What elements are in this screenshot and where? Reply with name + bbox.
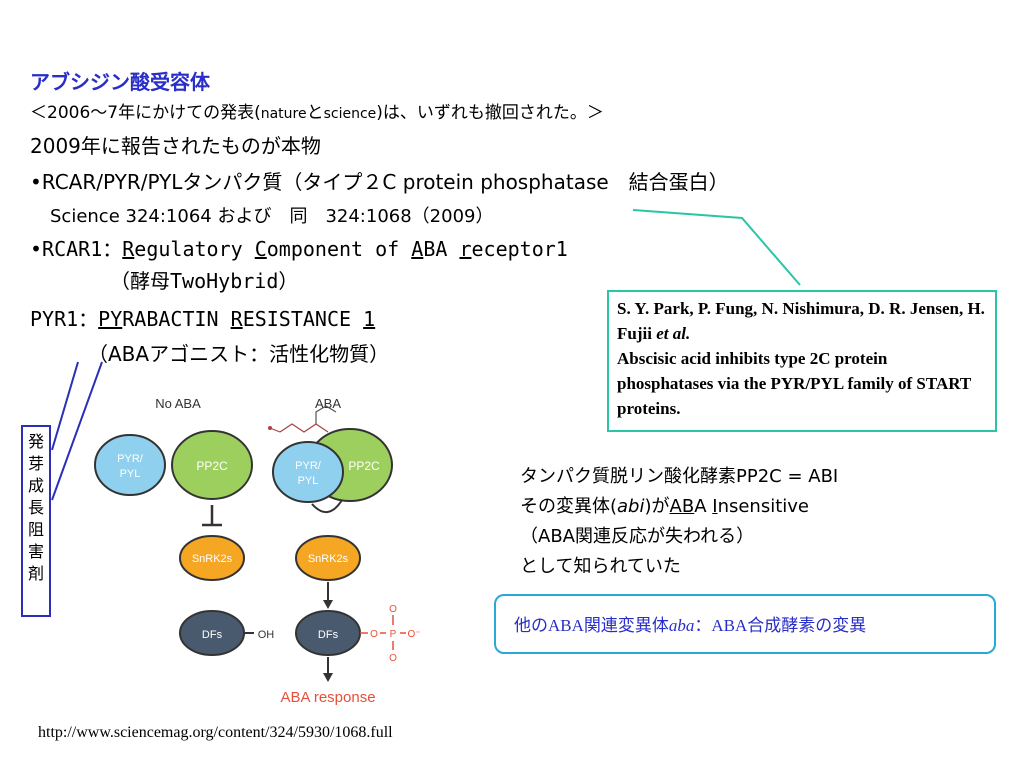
arrowhead-2 — [323, 673, 333, 682]
rcar1-R: R — [122, 237, 135, 261]
vchar-0: 発 — [27, 432, 44, 451]
retraction-science: science — [323, 106, 377, 122]
slide-heading: アブシジン酸受容体 — [30, 70, 210, 94]
notes-l2-abi: abi — [617, 496, 645, 517]
phos-ominus: O⁻ — [407, 629, 420, 640]
line-pyr1: PYR1：PYRABACTIN RESISTANCE 1 — [30, 303, 375, 332]
line-science-ref: Science 324:1064 および 同 324:1068（2009） — [50, 206, 494, 227]
notes-line-1: タンパク質脱リン酸化酵素PP2C = ABI — [520, 466, 839, 487]
rcar1-c: BA — [423, 237, 460, 261]
germination-inhibitor-box: 発 芽 成 長 阻 害 剤 — [21, 425, 51, 617]
notes-l2-d: nsensitive — [717, 496, 809, 517]
dfs-label-left: DFs — [202, 629, 223, 641]
pp2c-node — [171, 430, 253, 500]
line-rcar: •RCAR/PYR/PYLタンパク質（タイプ２C protein phospha… — [30, 170, 729, 194]
pyr1-b: ESISTANCE — [242, 307, 364, 331]
snrk-label-right: SnRK2s — [308, 553, 349, 565]
rcar1-C: C — [254, 237, 267, 261]
line-agonist: （ABAアゴニスト：活性化物質） — [88, 342, 390, 366]
phos-o1: O — [370, 629, 378, 640]
connector-blue-1 — [51, 361, 79, 451]
pyr1-R: R — [230, 307, 243, 331]
connector-blue-2 — [51, 361, 103, 501]
rcar1-r: r — [459, 237, 472, 261]
dfs-label-right: DFs — [318, 629, 339, 641]
notes-l2-I: I — [712, 496, 718, 517]
vchar-3: 長 — [27, 498, 44, 517]
pyr-pyl-node — [94, 434, 166, 496]
rcar1-A: A — [411, 237, 424, 261]
aba-pathway-diagram: No ABA ABA PYR/ PYL PP2C SnRK2s DFs OH P… — [94, 396, 421, 706]
vchar-6: 剤 — [27, 564, 44, 583]
pyr1-prefix: PYR1： — [30, 307, 99, 331]
retraction-text-a: ＜2006～7年にかけての発表( — [30, 103, 261, 123]
rcar1-prefix: •RCAR1： — [30, 237, 123, 261]
retraction-nature: nature — [260, 106, 307, 122]
ref-title: Abscisic acid inhibits type 2C protein p… — [617, 349, 971, 418]
pp2c-label: PP2C — [196, 459, 228, 473]
phosphate-group: O P O O O⁻ — [360, 604, 421, 664]
line-2009: 2009年に報告されたものが本物 — [30, 134, 321, 158]
aba-mutant-box: 他のABA関連変異体aba：ABA合成酵素の変異 — [494, 594, 996, 654]
snrk-label-left: SnRK2s — [192, 553, 233, 565]
vchar-4: 阻 — [27, 520, 44, 539]
ref-etal: et al. — [656, 324, 691, 343]
notes-l2-AB: AB — [669, 496, 695, 517]
phos-o2: O — [389, 604, 397, 615]
retraction-note: ＜2006～7年にかけての発表(natureとscience)は、いずれも撤回さ… — [30, 98, 604, 123]
ref-authors: S. Y. Park, P. Fung, N. Nishimura, D. R.… — [617, 299, 985, 343]
connector-teal — [632, 209, 801, 286]
pyr-label-1: PYR/ — [117, 453, 144, 465]
pyr-pyl-node-aba — [272, 441, 344, 503]
phos-o3: O — [389, 653, 397, 664]
arrowhead-1 — [323, 600, 333, 609]
vchar-2: 成 — [27, 476, 44, 495]
notes-l2-a: その変異体( — [520, 496, 618, 517]
notes-line-2: その変異体(abi)がABA Insensitive — [520, 492, 838, 522]
pyr1-PY: PY — [98, 307, 123, 331]
binding-curve — [311, 499, 343, 513]
pyr-aba-label-1: PYR/ — [295, 460, 322, 472]
notes-l2-b: )が — [644, 496, 670, 517]
notes-line-4: として知られていた — [520, 556, 681, 577]
rcar1-b: omponent of — [266, 237, 412, 261]
pp2c-notes: タンパク質脱リン酸化酵素PP2C = ABI その変異体(abi)がABA In… — [520, 462, 838, 582]
snrk2s-node-left — [179, 535, 245, 581]
retraction-text-c: と — [306, 103, 324, 123]
retraction-text-e: )は、いずれも撤回された。＞ — [376, 103, 604, 123]
vchar-1: 芽 — [27, 454, 44, 473]
snrk2s-node-right — [295, 535, 361, 581]
oh-label: OH — [258, 629, 275, 641]
notes-line-3: （ABA関連反応が失われる） — [520, 526, 755, 547]
vchar-5: 害 — [27, 542, 44, 561]
label-no-aba: No ABA — [155, 396, 201, 411]
phos-p: P — [390, 629, 397, 640]
bluebox-prefix: 他のABA関連変異体 — [514, 616, 669, 635]
bluebox-suffix: ：ABA合成酵素の変異 — [694, 616, 867, 635]
pyr-aba-label-2: PYL — [298, 475, 319, 487]
notes-l2-c: A — [694, 496, 713, 517]
bluebox-aba: aba — [668, 616, 695, 635]
line-yeast: （酵母TwoHybrid） — [110, 269, 299, 293]
rcar1-a: egulatory — [134, 237, 255, 261]
aba-molecule — [268, 405, 337, 433]
reference-box: S. Y. Park, P. Fung, N. Nishimura, D. R.… — [607, 290, 997, 432]
source-url[interactable]: http://www.sciencemag.org/content/324/59… — [38, 724, 393, 741]
rcar1-d: eceptor1 — [471, 237, 568, 261]
pyr1-1: 1 — [363, 307, 376, 331]
line-rcar1: •RCAR1：Regulatory Component of ABA recep… — [30, 233, 568, 262]
pp2c-label-aba: PP2C — [348, 459, 380, 473]
label-aba: ABA — [315, 396, 341, 411]
pyr1-a: RABACTIN — [122, 307, 231, 331]
pyr-label-2: PYL — [120, 468, 141, 480]
aba-response-label: ABA response — [280, 689, 375, 706]
